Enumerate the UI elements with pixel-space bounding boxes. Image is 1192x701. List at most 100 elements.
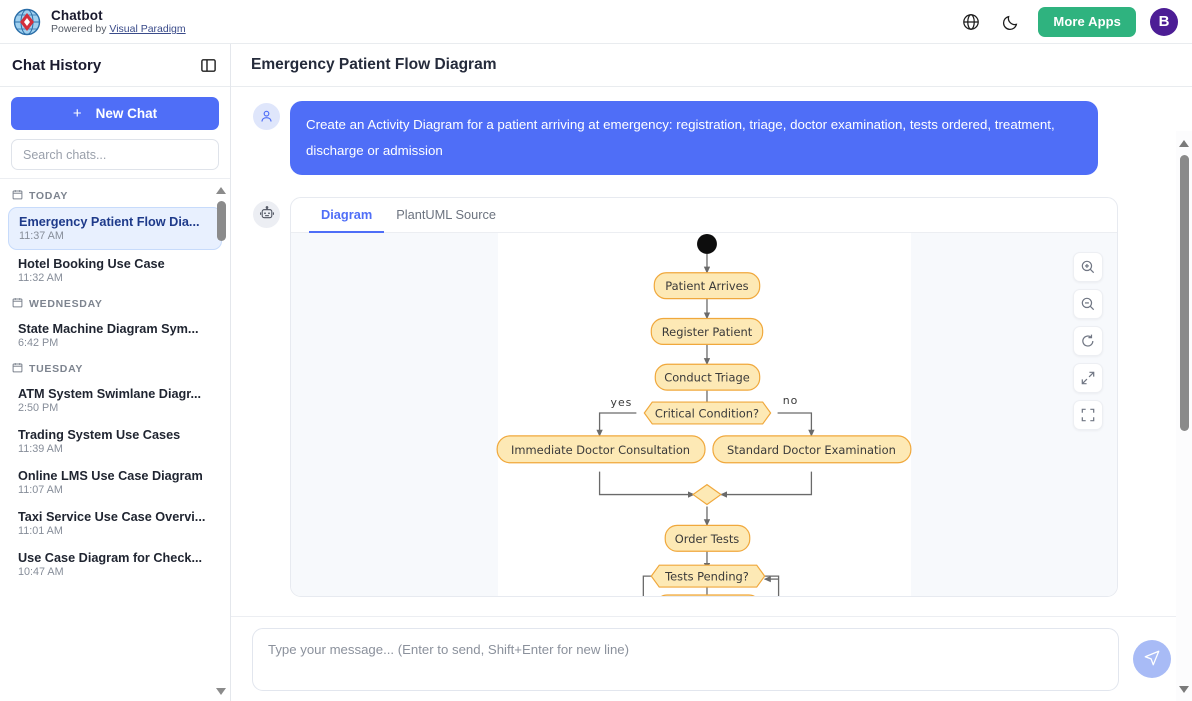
svg-text:Standard Doctor Examination: Standard Doctor Examination bbox=[727, 443, 896, 457]
scroll-up-arrow-icon[interactable] bbox=[1179, 140, 1189, 147]
merge-node bbox=[692, 483, 722, 506]
initial-node bbox=[697, 233, 717, 254]
chat-item-time: 11:07 AM bbox=[18, 484, 63, 496]
calendar-icon bbox=[12, 297, 23, 311]
scroll-down-arrow-icon[interactable] bbox=[1179, 686, 1189, 693]
powered-by-text: Powered by bbox=[51, 23, 110, 36]
page-title: Emergency Patient Flow Diagram bbox=[251, 56, 497, 73]
zoom-in-icon[interactable] bbox=[1073, 251, 1103, 282]
node-conduct-triage: Conduct Triage bbox=[654, 363, 761, 391]
chat-group-label-text: WEDNESDAY bbox=[29, 298, 103, 310]
chat-item-title: State Machine Diagram Sym... bbox=[18, 322, 199, 336]
decision-tests-pending: Tests Pending? bbox=[650, 564, 766, 588]
send-paper-plane-icon bbox=[1143, 649, 1161, 670]
diagram-canvas[interactable]: Patient Arrives Register Patient Conduct… bbox=[291, 232, 1117, 596]
guard-yes: yes bbox=[611, 396, 633, 409]
calendar-icon bbox=[12, 189, 23, 203]
chat-item-title: Emergency Patient Flow Dia... bbox=[19, 215, 200, 229]
user-message-text: Create an Activity Diagram for a patient… bbox=[290, 101, 1098, 175]
fit-screen-icon[interactable] bbox=[1073, 399, 1103, 430]
message-input[interactable] bbox=[252, 627, 1119, 691]
zoom-toolbar bbox=[1073, 251, 1103, 430]
chat-item-title: Taxi Service Use Case Overvi... bbox=[18, 510, 206, 524]
chat-item-title: Use Case Diagram for Check... bbox=[18, 551, 203, 565]
zoom-out-icon[interactable] bbox=[1073, 288, 1103, 319]
search-input[interactable] bbox=[11, 139, 219, 170]
new-chat-label: New Chat bbox=[95, 106, 158, 121]
user-message: Create an Activity Diagram for a patient… bbox=[253, 101, 1170, 175]
more-apps-button[interactable]: More Apps bbox=[1038, 6, 1136, 37]
scroll-down-arrow-icon[interactable] bbox=[216, 688, 226, 695]
tab-plantuml-source[interactable]: PlantUML Source bbox=[396, 206, 497, 222]
chat-item-time: 11:01 AM bbox=[18, 525, 63, 537]
sidebar-scrollbar-thumb[interactable] bbox=[216, 201, 226, 241]
reset-zoom-icon[interactable] bbox=[1073, 325, 1103, 356]
calendar-icon bbox=[12, 362, 23, 376]
node-register-patient: Register Patient bbox=[650, 317, 764, 345]
node-immediate-doctor-consultation: Immediate Doctor Consultation bbox=[496, 435, 706, 464]
chat-history-item[interactable]: Emergency Patient Flow Dia...11:37 AM bbox=[8, 207, 222, 250]
sidebar-header: Chat History bbox=[0, 44, 230, 87]
diagram-panel: Diagram PlantUML Source bbox=[290, 196, 1118, 597]
top-bar-actions: More Apps B bbox=[958, 6, 1192, 37]
node-partial-next bbox=[661, 594, 755, 596]
user-icon bbox=[253, 103, 280, 130]
panel-collapse-icon[interactable] bbox=[198, 55, 218, 75]
message-composer bbox=[231, 616, 1192, 701]
svg-text:Patient Arrives: Patient Arrives bbox=[665, 279, 748, 293]
chat-item-time: 11:37 AM bbox=[19, 230, 64, 242]
chat-history-item[interactable]: Use Case Diagram for Check...10:47 AM bbox=[8, 544, 222, 585]
moon-icon[interactable] bbox=[998, 9, 1024, 35]
chat-history-item[interactable]: Taxi Service Use Case Overvi...11:01 AM bbox=[8, 503, 222, 544]
globe-icon[interactable] bbox=[958, 9, 984, 35]
top-bar: Chatbot Powered by Visual Paradigm More … bbox=[0, 0, 1192, 44]
brand: Chatbot Powered by Visual Paradigm bbox=[0, 7, 186, 37]
chat-history-item[interactable]: ATM System Swimlane Diagr...2:50 PM bbox=[8, 380, 222, 421]
chat-history-item[interactable]: State Machine Diagram Sym...6:42 PM bbox=[8, 315, 222, 356]
conversation-scrollbar[interactable] bbox=[1176, 131, 1192, 701]
scroll-up-arrow-icon[interactable] bbox=[216, 187, 226, 194]
svg-text:Critical Condition?: Critical Condition? bbox=[655, 406, 759, 420]
scrollbar-thumb[interactable] bbox=[1179, 155, 1189, 431]
svg-text:Immediate Doctor Consultation: Immediate Doctor Consultation bbox=[511, 443, 690, 457]
expand-icon[interactable] bbox=[1073, 362, 1103, 393]
svg-text:Conduct Triage: Conduct Triage bbox=[664, 371, 750, 385]
decision-critical-condition: Critical Condition? bbox=[643, 401, 772, 425]
chat-item-time: 11:39 AM bbox=[18, 443, 63, 455]
node-standard-doctor-examination: Standard Doctor Examination bbox=[712, 435, 912, 464]
visual-paradigm-link[interactable]: Visual Paradigm bbox=[109, 23, 186, 36]
chat-group-label: WEDNESDAY bbox=[0, 291, 230, 315]
panel-tabs: Diagram PlantUML Source bbox=[291, 198, 1117, 233]
conversation-area: Create an Activity Diagram for a patient… bbox=[231, 87, 1192, 701]
robot-icon bbox=[253, 200, 280, 228]
visual-paradigm-logo-icon bbox=[12, 7, 42, 37]
node-order-tests: Order Tests bbox=[664, 524, 751, 552]
sidebar-scrollbar[interactable] bbox=[214, 179, 227, 701]
chat-item-time: 6:42 PM bbox=[18, 337, 59, 349]
tab-diagram[interactable]: Diagram bbox=[309, 198, 385, 233]
chat-item-time: 11:32 AM bbox=[18, 272, 63, 284]
chat-item-time: 10:47 AM bbox=[18, 566, 64, 578]
activity-diagram-svg: Patient Arrives Register Patient Conduct… bbox=[496, 233, 912, 596]
node-patient-arrives: Patient Arrives bbox=[653, 272, 761, 300]
guard-no: no bbox=[783, 394, 799, 407]
chat-item-title: ATM System Swimlane Diagr... bbox=[18, 387, 202, 401]
bot-message: Diagram PlantUML Source bbox=[253, 196, 1170, 597]
new-chat-area: + New Chat bbox=[0, 87, 230, 139]
chat-group-label: TUESDAY bbox=[0, 356, 230, 380]
main-header: Emergency Patient Flow Diagram bbox=[231, 44, 1192, 87]
chat-group-label-text: TUESDAY bbox=[29, 363, 84, 375]
new-chat-button[interactable]: + New Chat bbox=[11, 97, 219, 130]
send-button[interactable] bbox=[1133, 640, 1171, 678]
svg-text:Tests Pending?: Tests Pending? bbox=[664, 569, 749, 583]
brand-subtitle: Powered by Visual Paradigm bbox=[51, 23, 186, 35]
svg-text:Order Tests: Order Tests bbox=[675, 532, 740, 546]
plus-icon: + bbox=[72, 105, 82, 122]
user-avatar[interactable]: B bbox=[1150, 7, 1178, 36]
sidebar-title: Chat History bbox=[12, 56, 102, 74]
